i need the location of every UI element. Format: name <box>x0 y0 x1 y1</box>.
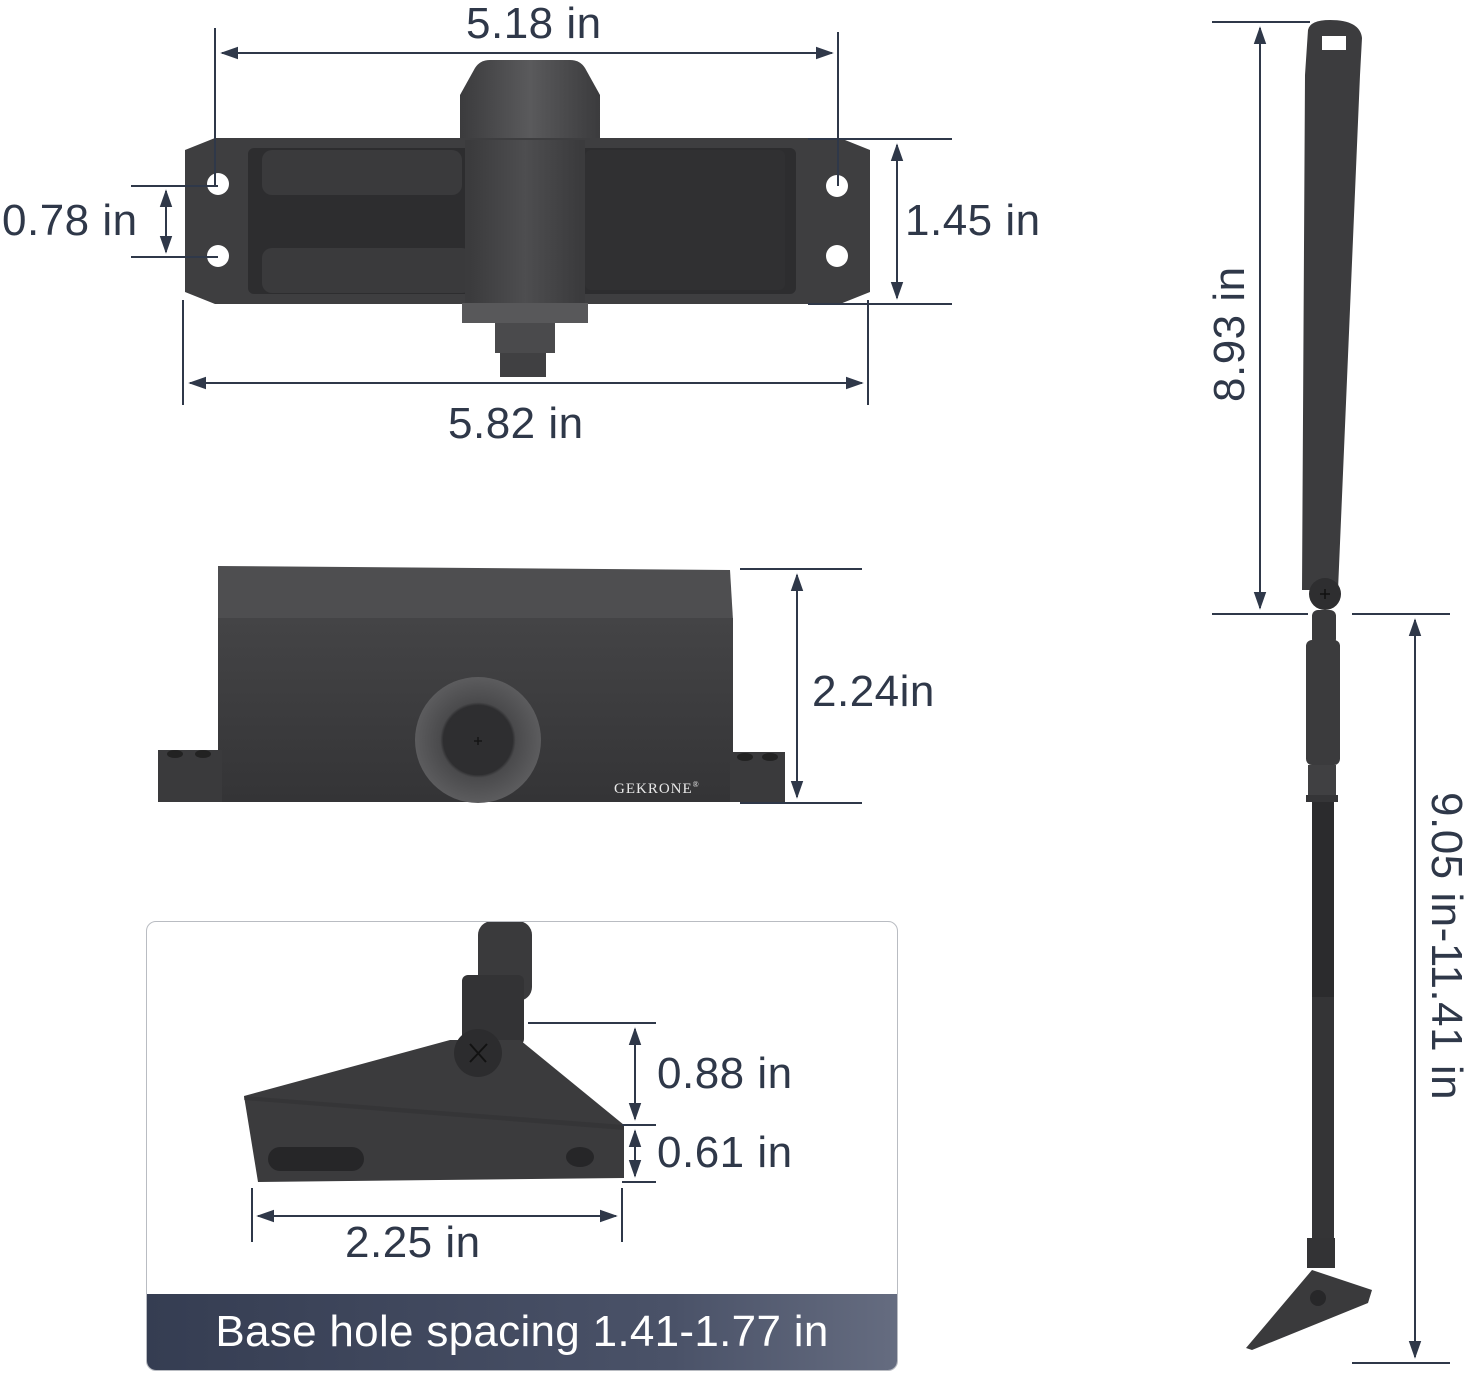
pivot-height-label: 0.88 in <box>657 1049 793 1098</box>
overall-width-label: 5.82 in <box>448 399 584 448</box>
body-height-label: 1.45 in <box>905 196 1041 245</box>
main-arm-length-label: 8.93 in <box>1205 266 1254 402</box>
bracket-detail-panel: Base hole spacing 1.41-1.77 in <box>146 921 898 1371</box>
top-view-dimensions <box>131 28 952 405</box>
brand-logo: GEKRONE® <box>614 780 700 798</box>
front-height-label: 2.24in <box>812 667 935 716</box>
bracket-detail-drawing <box>244 921 624 1182</box>
hole-vertical-spacing-label: 0.78 in <box>2 196 138 245</box>
front-view-dimensions <box>740 568 862 804</box>
closer-top-view <box>185 60 870 377</box>
arm-drawing <box>1246 20 1372 1350</box>
closer-front-view <box>158 566 785 803</box>
hole-pitch-width-label: 5.18 in <box>466 0 602 48</box>
registered-mark: ® <box>692 780 700 789</box>
brand-name: GEKRONE <box>614 781 693 797</box>
base-hole-spacing-banner: Base hole spacing 1.41-1.77 in <box>147 1294 897 1370</box>
base-width-label: 2.25 in <box>345 1218 481 1267</box>
bracket-dimensions <box>251 1022 656 1242</box>
base-height-label: 0.61 in <box>657 1128 793 1177</box>
adjustable-arm-range-label: 9.05 in-11.41 in <box>1422 792 1467 1101</box>
arm-dimensions <box>1212 21 1450 1364</box>
